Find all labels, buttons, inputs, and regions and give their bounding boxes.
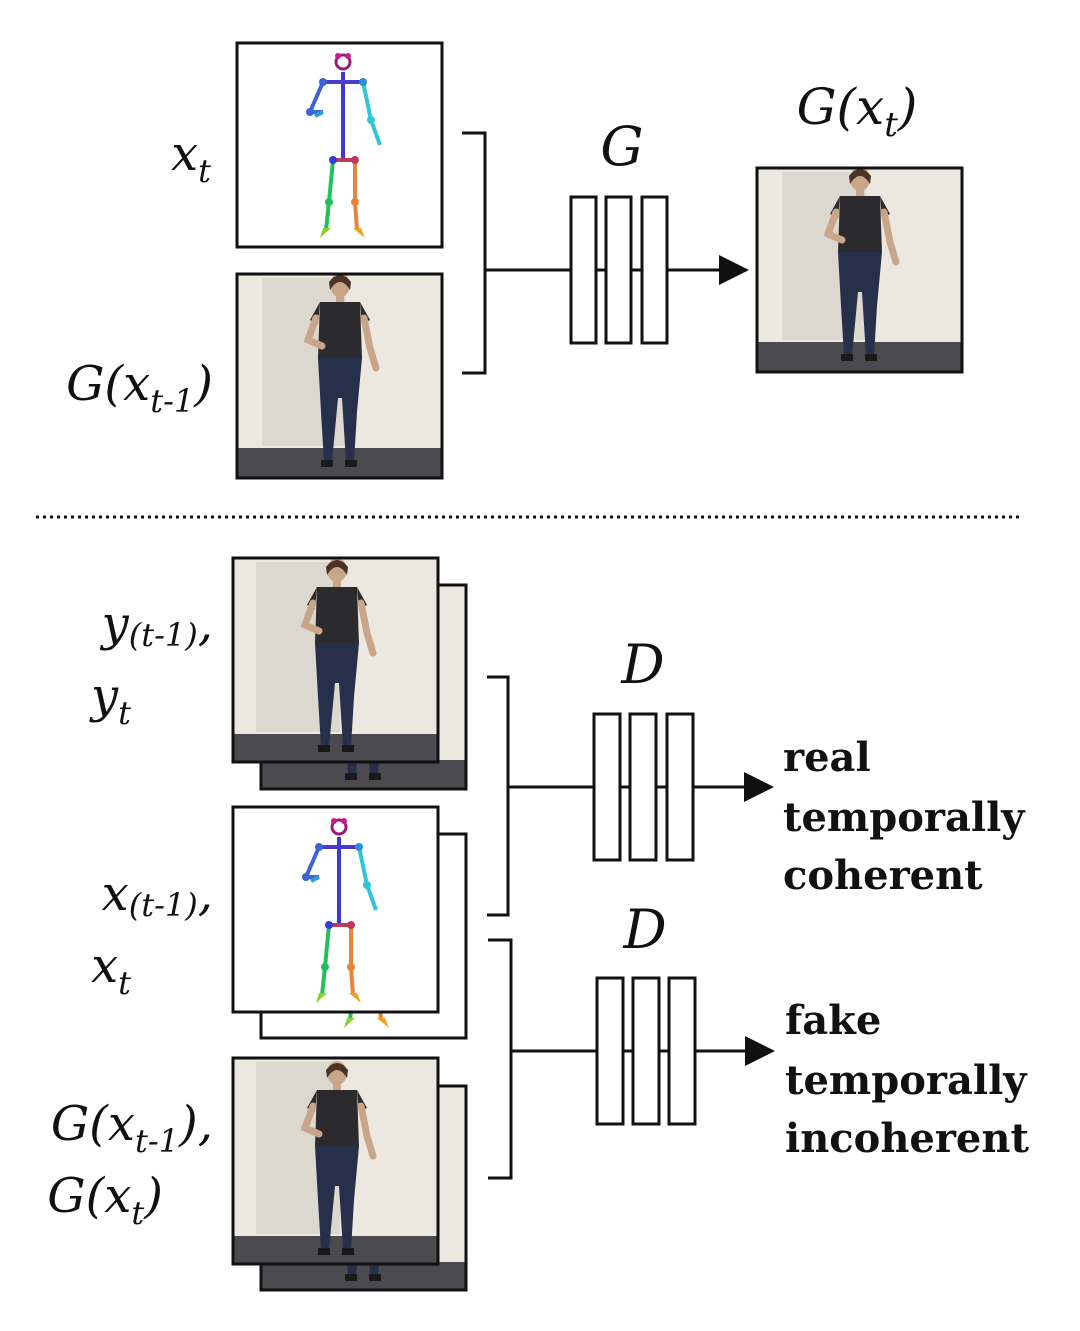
fake-verdict-line1: temporally (785, 1057, 1028, 1104)
real-pair-label-line2: yt (89, 668, 131, 732)
generated-pair-label-line1: G(xt-1), (51, 1096, 213, 1160)
output-frame-photo (755, 167, 964, 374)
input-bracket (462, 131, 487, 375)
real-discriminator-label: D (620, 633, 664, 696)
pose-frame-front (231, 805, 440, 1014)
real-discriminator-network (592, 712, 695, 862)
discriminator-section: y(t-1), yt x(t-1), xt (47, 558, 1029, 1292)
fake-discriminator-network (595, 976, 697, 1126)
input-previous-frame-photo (235, 273, 444, 480)
fake-verdict-word: fake (785, 997, 881, 1044)
input-pose-label: xt (171, 126, 211, 190)
pose-pair-label-line1: x(t-1), (102, 866, 213, 924)
real-verdict-line1: temporally (783, 794, 1026, 841)
pose-pair-label-line2: xt (91, 938, 131, 1002)
real-verdict-line2: coherent (783, 852, 983, 899)
real-frame-front (231, 558, 440, 764)
real-verdict-word: real (783, 734, 871, 781)
output-label: G(xt) (797, 78, 918, 145)
generator-label: G (600, 115, 643, 178)
generator-network (569, 195, 669, 345)
real-pair-label-line1: y(t-1), (100, 596, 213, 654)
pose-frames-stack (231, 805, 468, 1040)
real-input-bracket (487, 675, 510, 917)
fake-discriminator-label: D (622, 898, 666, 961)
input-previous-frame-label: G(xt-1) (66, 356, 213, 420)
fake-verdict-line2: incoherent (785, 1115, 1029, 1162)
real-frames-stack (231, 558, 468, 791)
input-pose-frame (235, 41, 444, 249)
generated-frame-front (231, 1056, 440, 1266)
generator-section: xt G(xt-1) G G(xt) (66, 41, 964, 480)
generated-pair-label-line2: G(xt) (47, 1168, 163, 1232)
fake-input-bracket (488, 938, 513, 1180)
generated-frames-stack (231, 1056, 468, 1292)
